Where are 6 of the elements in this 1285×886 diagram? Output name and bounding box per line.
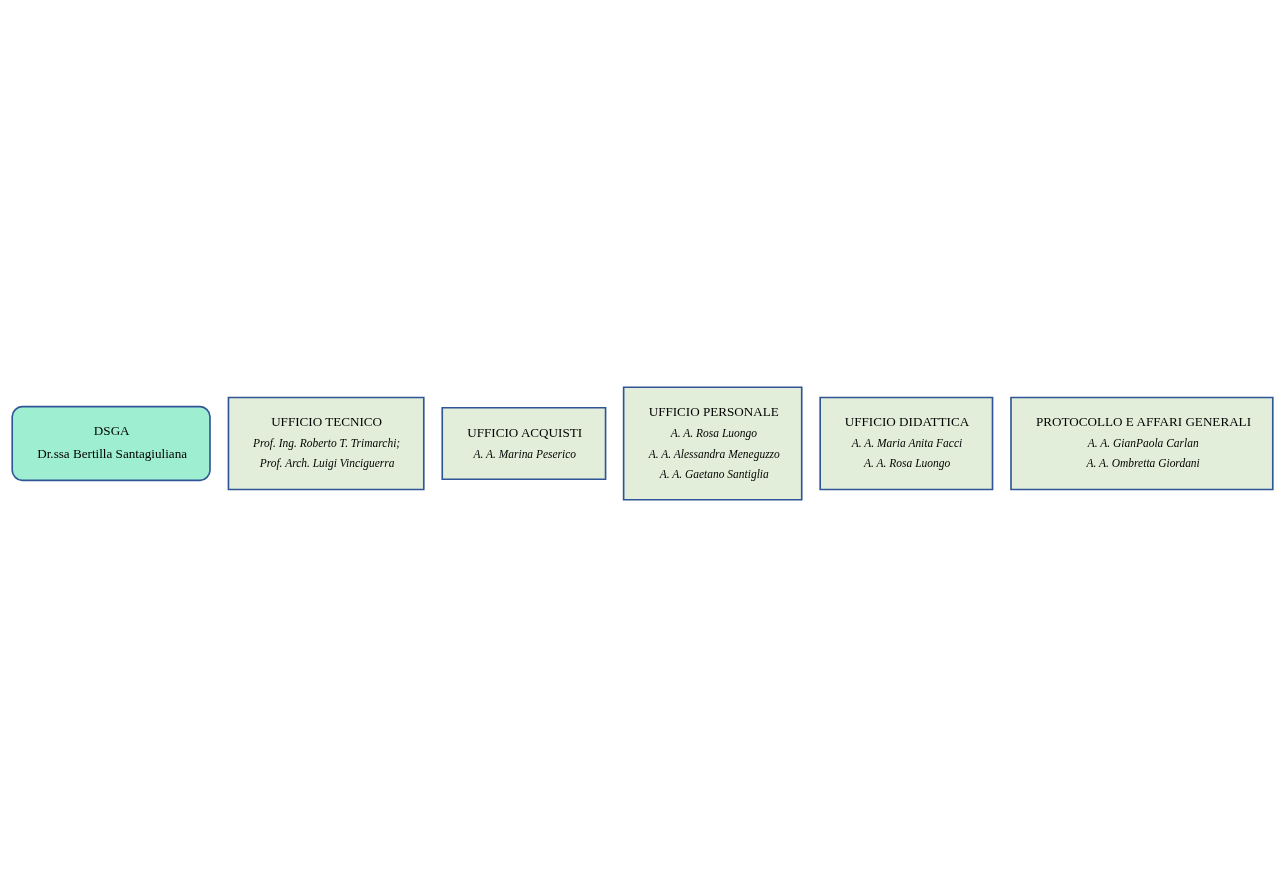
- node-box: UFFICIO TECNICO Prof. Ing. Roberto T. Trimarchi; Prof. Arch. Luigi Vinciguerra: [227, 396, 425, 490]
- node-box: UFFICIO DIDATTICA A. A. Maria Anita Facci A. A. Rosa Luongo: [819, 396, 994, 490]
- node-box: DSGA Dr.ssa Bertilla Santagiuliana: [11, 405, 211, 481]
- node-box: UFFICIO PERSONALE A. A. Rosa Luongo A. A. Alessandra Meneguzzo A. A. Gaetano Santiglia: [622, 385, 803, 501]
- node-box: UFFICIO ACQUISTI A. A. Marina Peserico: [441, 406, 607, 480]
- node-box: PROTOCOLLO E AFFARI GENERALI A. A. GianPaola Carlan A. A. Ombretta Giordani: [1010, 396, 1274, 490]
